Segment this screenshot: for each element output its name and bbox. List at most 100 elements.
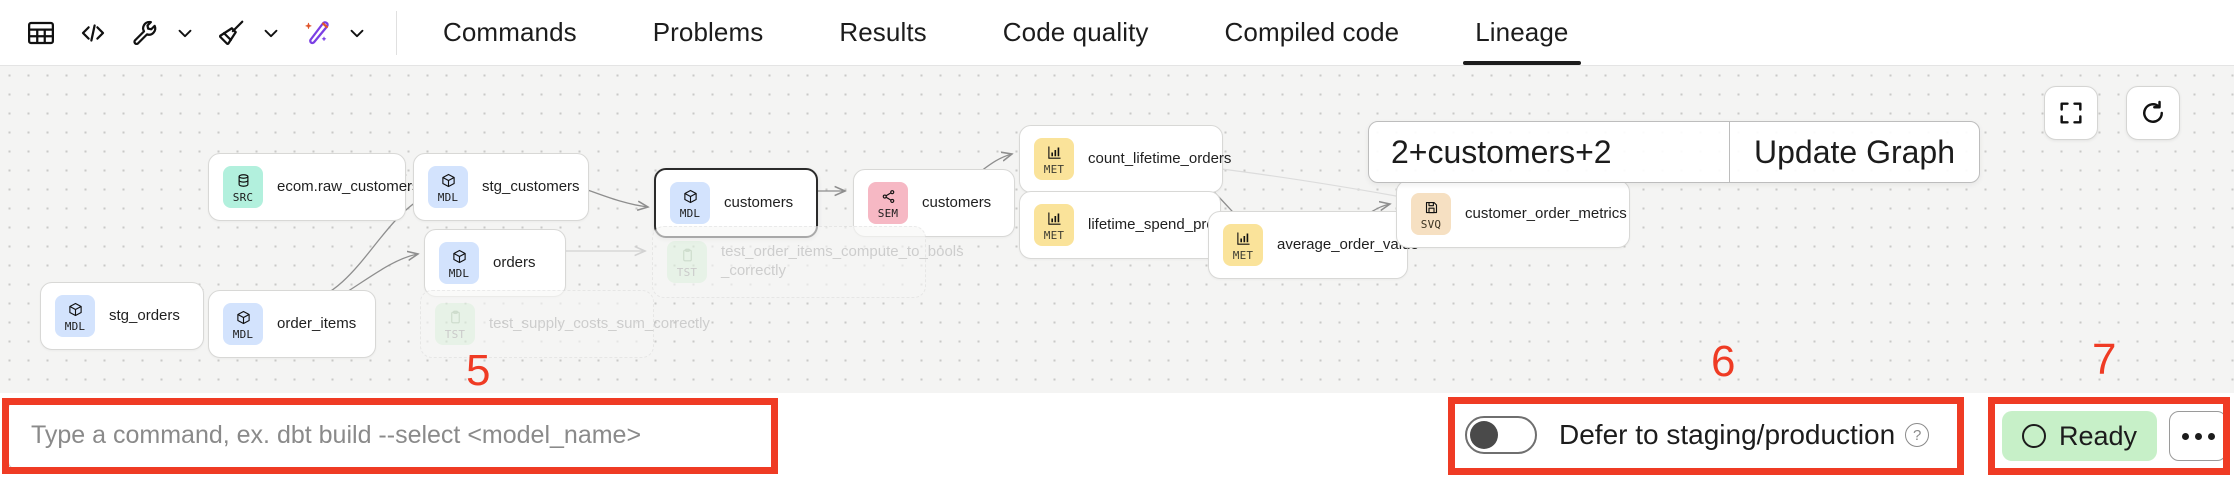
tab-code-quality[interactable]: Code quality — [979, 0, 1173, 65]
command-input[interactable] — [8, 401, 776, 469]
tab-label: Problems — [652, 17, 764, 47]
lineage-node-customer-order-metrics[interactable]: SVQ customer_order_metrics — [1396, 180, 1630, 248]
node-label: test_supply_costs_sum_correctly — [489, 314, 710, 332]
node-label: customers — [922, 193, 992, 211]
node-type-badge-sem-icon: SEM — [868, 182, 908, 224]
toolbar-wrench-group — [122, 10, 202, 56]
node-type-badge-met-icon: MET — [1034, 204, 1074, 246]
graph-selector-value: 2+customers+2 — [1391, 133, 1612, 170]
node-type-badge-met-icon: MET — [1223, 224, 1263, 266]
broom-chevron-down-icon[interactable] — [254, 10, 288, 56]
node-type-label: TST — [676, 266, 698, 279]
update-graph-label: Update Graph — [1753, 133, 1955, 170]
wrench-icon[interactable] — [122, 10, 168, 56]
node-type-label: MDL — [679, 207, 701, 220]
top-toolbar: Commands Problems Results Code quality Compi… — [0, 0, 2234, 66]
node-label: customer_order_metrics — [1465, 204, 1627, 222]
defer-control: Defer to staging/production ? — [1465, 407, 1930, 463]
tab-lineage[interactable]: Lineage — [1451, 0, 1592, 65]
tab-compiled-code[interactable]: Compiled code — [1201, 0, 1424, 65]
toolbar-table-group — [18, 10, 64, 56]
tab-problems[interactable]: Problems — [629, 0, 788, 65]
toolbar-broom-group — [208, 10, 288, 56]
graph-selector-panel: 2+customers+2 Update Graph — [1368, 121, 1980, 183]
node-type-badge-tst-icon: TST — [667, 241, 707, 283]
node-label: average_order_value — [1277, 235, 1419, 253]
help-icon[interactable]: ? — [1905, 423, 1930, 447]
lineage-node-average-order-value[interactable]: MET average_order_value — [1208, 211, 1419, 279]
code-icon[interactable] — [70, 10, 116, 56]
node-type-label: MET — [1043, 229, 1065, 242]
node-type-label: SEM — [877, 207, 899, 220]
status-badge[interactable]: Ready — [2002, 411, 2158, 461]
node-type-label: MET — [1043, 163, 1065, 176]
toolbar-magic-group — [294, 10, 374, 56]
tab-label: Lineage — [1475, 17, 1569, 47]
graph-selector-input[interactable]: 2+customers+2 — [1369, 122, 1729, 182]
tab-label: Compiled code — [1224, 17, 1400, 47]
node-type-label: MDL — [232, 328, 254, 341]
node-label: count_lifetime_orders — [1088, 149, 1232, 167]
lineage-node-lifetime-spend-pretax[interactable]: MET lifetime_spend_pretax — [1019, 191, 1235, 259]
tab-bar: Commands Problems Results Code quality Compi… — [419, 0, 1593, 65]
status-area: Ready — [2002, 411, 2228, 461]
lineage-node-stg-orders[interactable]: MDL stg_orders — [40, 282, 204, 350]
broom-icon[interactable] — [208, 10, 254, 56]
node-type-badge-met-icon: MET — [1034, 138, 1074, 180]
tab-label: Results — [839, 17, 927, 47]
fullscreen-button[interactable] — [2044, 86, 2098, 140]
node-type-badge-mdl-icon: MDL — [55, 295, 95, 337]
lineage-node-orders[interactable]: MDL orders — [424, 229, 566, 297]
wrench-chevron-down-icon[interactable] — [168, 10, 202, 56]
node-label: lifetime_spend_pretax — [1088, 215, 1235, 233]
node-label: stg_customers — [482, 177, 580, 195]
lineage-node-order-items[interactable]: MDL order_items — [208, 290, 376, 358]
node-label: ecom.raw_customers — [277, 177, 420, 195]
node-type-label: MDL — [448, 267, 470, 280]
table-icon[interactable] — [18, 10, 64, 56]
overlay-divider — [1728, 122, 1730, 182]
node-type-badge-mdl-icon: MDL — [439, 242, 479, 284]
node-type-label: MDL — [437, 191, 459, 204]
node-type-label: TST — [444, 328, 466, 341]
node-label: stg_orders — [109, 306, 180, 324]
lineage-node-customers-sem[interactable]: SEM customers — [853, 169, 1015, 237]
node-type-badge-mdl-icon: MDL — [670, 182, 710, 224]
node-type-label: SRC — [232, 191, 254, 204]
node-type-badge-src-icon: SRC — [223, 166, 263, 208]
node-label: customers — [724, 193, 794, 211]
lineage-node-count-lifetime-orders[interactable]: MET count_lifetime_orders — [1019, 125, 1231, 193]
toolbar-divider — [396, 10, 397, 55]
status-dot-icon — [2022, 424, 2046, 448]
defer-toggle[interactable] — [1465, 416, 1537, 454]
tab-label: Commands — [443, 17, 577, 47]
command-input-wrapper — [8, 401, 776, 469]
toggle-knob — [1470, 421, 1498, 449]
node-type-badge-mdl-icon: MDL — [223, 303, 263, 345]
bottom-bar: Defer to staging/production ? Ready — [0, 393, 2234, 478]
update-graph-button[interactable]: Update Graph — [1730, 122, 1979, 182]
lineage-node-test-order-items: TST test_order_items_compute_to_bools _co… — [652, 226, 964, 298]
lineage-node-stg-customers[interactable]: MDL stg_customers — [413, 153, 589, 221]
node-label: orders — [493, 253, 536, 271]
magic-wand-icon[interactable] — [294, 10, 340, 56]
ellipsis-icon[interactable] — [2169, 411, 2228, 461]
node-type-badge-tst-icon: TST — [435, 303, 475, 345]
tab-commands[interactable]: Commands — [419, 0, 601, 65]
defer-label: Defer to staging/production — [1559, 419, 1896, 450]
node-type-badge-svq-icon: SVQ — [1411, 193, 1451, 235]
toolbar-icon-group — [0, 0, 419, 65]
tab-results[interactable]: Results — [815, 0, 950, 65]
node-type-label: MDL — [64, 320, 86, 333]
magic-chevron-down-icon[interactable] — [340, 10, 374, 56]
lineage-node-ecom-raw-customers[interactable]: SRC ecom.raw_customers — [208, 153, 420, 221]
node-label: test_order_items_compute_to_bools _corre… — [721, 243, 964, 279]
refresh-button[interactable] — [2126, 86, 2180, 140]
node-type-label: SVQ — [1420, 218, 1442, 231]
lineage-node-test-supply-costs: TST test_supply_costs_sum_correctly — [420, 290, 710, 358]
tab-label: Code quality — [1002, 17, 1149, 47]
status-label: Ready — [2059, 420, 2138, 451]
node-label: order_items — [277, 314, 357, 332]
